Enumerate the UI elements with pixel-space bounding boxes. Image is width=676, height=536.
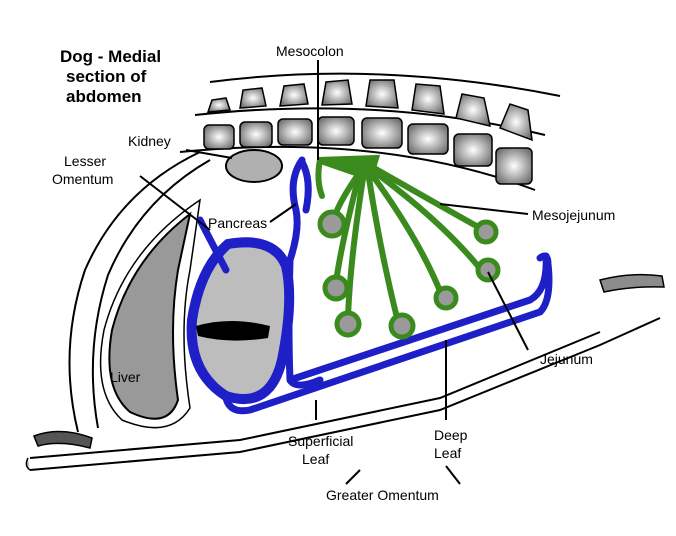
abdominal-wall: [25, 151, 665, 471]
label-deep-leaf-2: Leaf: [434, 445, 461, 461]
leader-lines: [139, 60, 529, 485]
jejunum-loops: [317, 209, 501, 340]
omentum-lines: [196, 156, 553, 415]
label-lesser-omentum-2: Omentum: [52, 171, 113, 187]
kidney: [225, 149, 283, 183]
label-superficial-leaf-1: Superficial: [288, 433, 353, 449]
label-mesocolon: Mesocolon: [276, 43, 344, 59]
label-liver: Liver: [110, 369, 141, 385]
label-greater-omentum: Greater Omentum: [326, 487, 439, 503]
label-deep-leaf-1: Deep: [434, 427, 468, 443]
title-line-1: Dog - Medial: [60, 47, 161, 66]
stomach: [186, 237, 295, 405]
vertebral-column: [179, 72, 561, 191]
label-pancreas: Pancreas: [208, 215, 267, 231]
label-superficial-leaf-2: Leaf: [302, 451, 329, 467]
title-line-2: section of: [66, 67, 147, 86]
label-lesser-omentum-1: Lesser: [64, 153, 106, 169]
mesojejunum: [315, 154, 483, 325]
label-mesojejunum: Mesojejunum: [532, 207, 615, 223]
label-jejunum: Jejunum: [540, 351, 593, 367]
liver: [99, 198, 201, 429]
title-line-3: abdomen: [66, 87, 142, 106]
label-kidney: Kidney: [128, 133, 171, 149]
